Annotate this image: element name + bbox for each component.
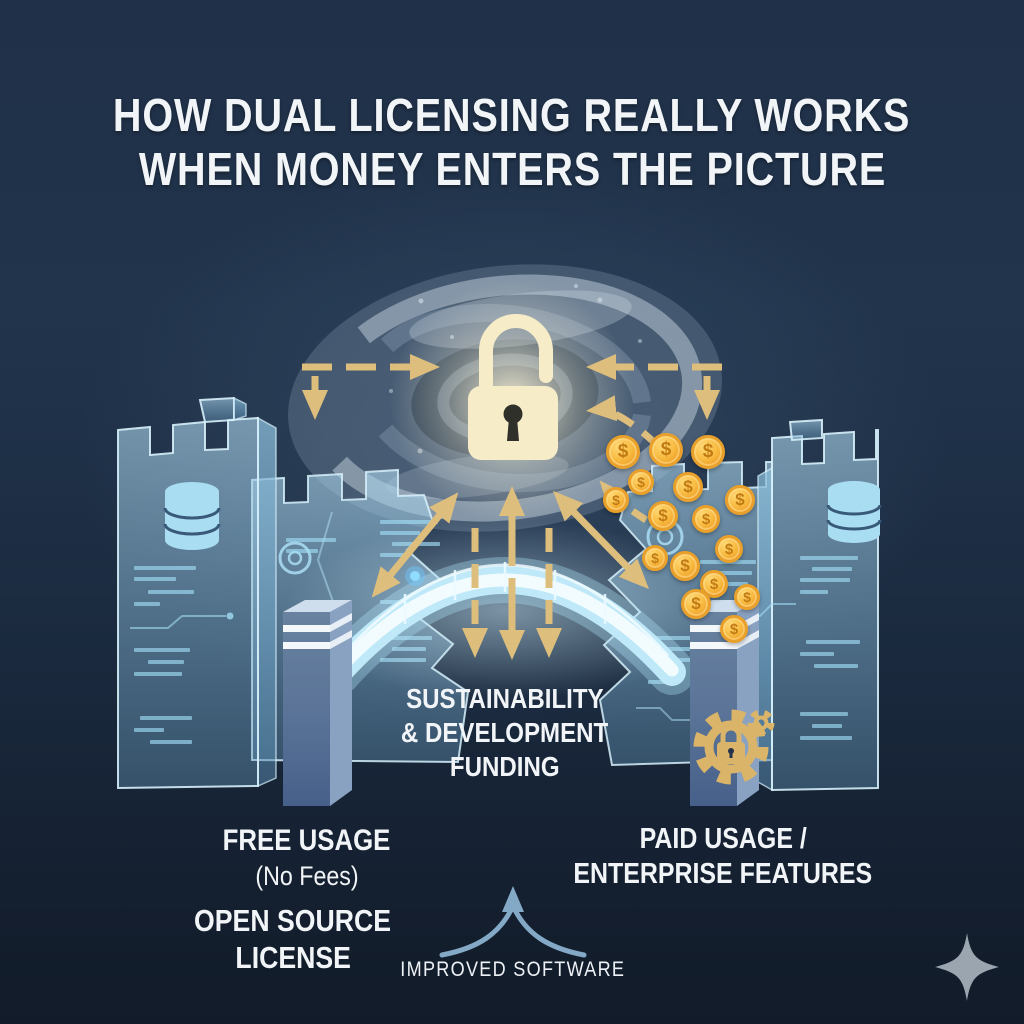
left-castle-tower [117, 396, 336, 790]
database-icon [163, 482, 221, 550]
left-pillar [283, 600, 352, 806]
database-icon [826, 481, 882, 543]
improvement-arrow-icon [439, 886, 587, 958]
right-castle-tower [740, 418, 882, 792]
sparkle-icon [935, 933, 999, 1001]
gear-lock-icon [693, 709, 775, 785]
padlock-icon [390, 280, 634, 524]
